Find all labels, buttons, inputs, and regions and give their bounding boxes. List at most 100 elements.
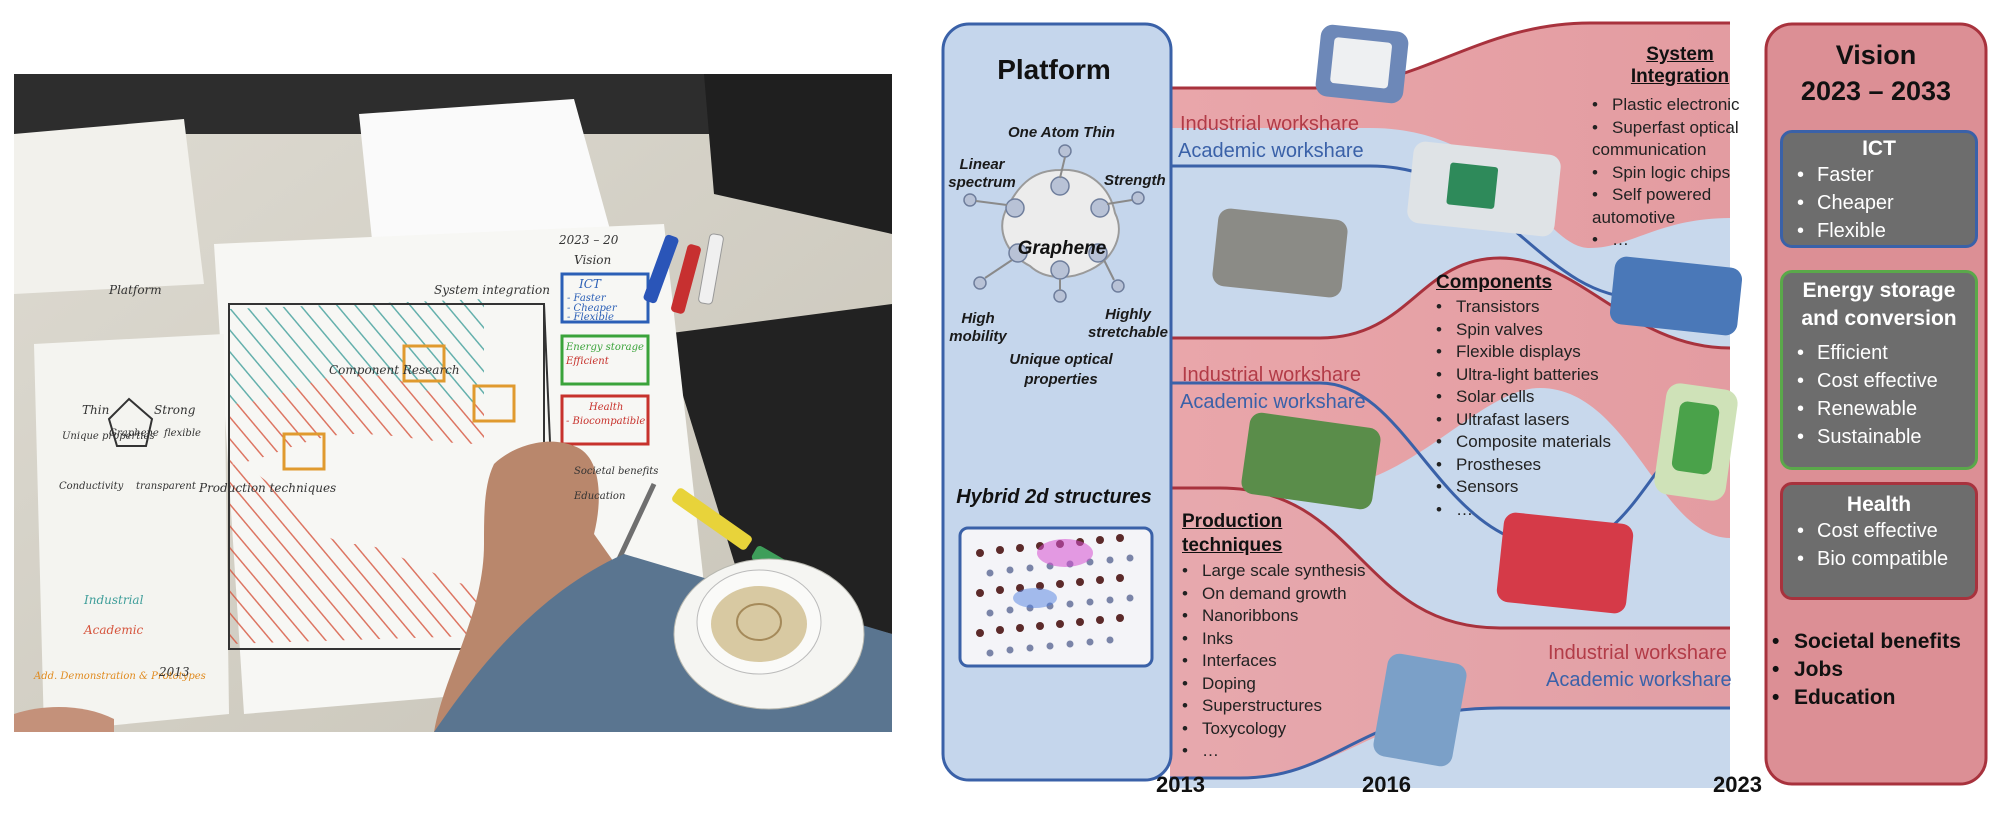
production-item: Doping — [1182, 673, 1365, 696]
graphene-property-optical: Unique optical properties — [1009, 351, 1113, 388]
vision-box-health: Health Cost effective Bio compatible — [1780, 482, 1978, 600]
sketch-label-ict: ICT — [578, 277, 602, 291]
sketch-label-unique: Unique properties — [62, 431, 155, 442]
sketch-label-flexible: - Flexible — [567, 312, 614, 323]
vision-box-item: Cost effective — [1797, 367, 1975, 395]
graphene-property-linear: Linear spectrum — [948, 156, 1016, 191]
graphene-property-thin: One Atom Thin — [1008, 124, 1115, 141]
production-item: On demand growth — [1182, 583, 1365, 606]
vision-box-item: Cheaper — [1797, 189, 1975, 217]
vision-box-title: Health — [1846, 493, 1912, 516]
vision-box-energy: Energy storage and conversion Efficient … — [1780, 270, 1978, 470]
components-item: Flexible displays — [1436, 341, 1611, 364]
workshare-academic-1: Academic workshare — [1178, 140, 1364, 162]
sketch-label-academic: Academic — [83, 623, 144, 637]
production-item: Large scale synthesis — [1182, 560, 1365, 583]
sketch-label-demonstration: Add. Demonstration & Prototypes — [33, 671, 206, 682]
application-images — [1212, 24, 1743, 767]
year-2016: 2016 — [1362, 772, 1411, 797]
vision-benefits-list: •Societal benefits •Jobs •Education — [1772, 628, 1961, 712]
system-integration-item: Self powered automotive — [1592, 184, 1782, 229]
components-item: Spin valves — [1436, 319, 1611, 342]
vision-period: 2023 – 2033 — [1800, 76, 1952, 106]
vision-box-item: Renewable — [1797, 395, 1975, 423]
graphene-molecule — [963, 144, 1145, 303]
system-integration-item: … — [1592, 229, 1782, 252]
sketch-label-system-integration: System integration — [434, 283, 550, 297]
sketch-label-transparent: transparent — [136, 481, 197, 492]
sketch-label-energy: Energy storage — [565, 342, 644, 353]
graphene-label: Graphene — [1017, 238, 1107, 259]
system-integration-item: Plastic electronic — [1592, 94, 1782, 117]
production-item: Interfaces — [1182, 650, 1365, 673]
platform-title: Platform — [997, 54, 1111, 85]
production-item: Toxycology — [1182, 718, 1365, 741]
vision-title: Vision — [1835, 40, 1917, 70]
components-item: … — [1436, 499, 1611, 522]
vision-box-item: Cost effective — [1797, 517, 1975, 545]
system-integration-title: System Integration — [1630, 44, 1730, 87]
vision-box-title: ICT — [1862, 137, 1896, 160]
sketch-label-production: Production techniques — [198, 481, 336, 495]
components-item: Ultra-light batteries — [1436, 364, 1611, 387]
production-list: Large scale synthesis On demand growth N… — [1182, 560, 1365, 763]
vision-box-title: Energy storage and conversion — [1801, 279, 1957, 330]
vision-box-item: Sustainable — [1797, 423, 1975, 451]
components-item: Transistors — [1436, 296, 1611, 319]
year-2023: 2023 — [1713, 772, 1762, 797]
sketch-label-industrial: Industrial — [83, 593, 144, 607]
sketch-label-platform: Platform — [108, 283, 162, 297]
sketch-label-thin: Thin — [82, 403, 109, 417]
sketch-label-graphene: Graphene — [109, 428, 159, 439]
graphene-property-mobility: High mobility — [949, 310, 1007, 345]
graphene-property-stretchable: Highly stretchable — [1087, 306, 1169, 341]
vision-benefit: •Societal benefits — [1772, 630, 1961, 653]
system-integration-list: Plastic electronic Superfast optical com… — [1592, 94, 1782, 252]
workshare-industrial-2: Industrial workshare — [1182, 364, 1361, 386]
sketch-label-component-research: Component Research — [329, 363, 460, 377]
sketch-scene: Platform System integration Component Re… — [14, 74, 892, 732]
sketch-photo: Platform System integration Component Re… — [14, 74, 892, 732]
production-item: … — [1182, 740, 1365, 763]
components-title: Components — [1436, 272, 1553, 293]
vision-benefit: •Education — [1772, 686, 1896, 709]
vision-box-ict: ICT Faster Cheaper Flexible — [1780, 130, 1978, 248]
production-item: Nanoribbons — [1182, 605, 1365, 628]
vision-box-item: Faster — [1797, 161, 1975, 189]
vision-box-item: Bio compatible — [1797, 545, 1975, 573]
components-list: Transistors Spin valves Flexible display… — [1436, 296, 1611, 521]
components-item: Ultrafast lasers — [1436, 409, 1611, 432]
graphene-property-strength: Strength — [1104, 172, 1166, 189]
sketch-label-efficient: Efficient — [565, 356, 610, 367]
vision-box-item: Flexible — [1797, 217, 1975, 245]
workshare-academic-2: Academic workshare — [1180, 391, 1366, 413]
sketch-label-vision-years: 2023 – 20 — [558, 233, 619, 247]
production-item: Inks — [1182, 628, 1365, 651]
sketch-label-biocompatible: - Biocompatible — [566, 416, 645, 427]
components-item: Prostheses — [1436, 454, 1611, 477]
sketch-label-faster: - Faster — [567, 293, 607, 304]
sketch-label-societal: Societal benefits — [574, 466, 658, 477]
hybrid-2d-structure-image — [958, 526, 1154, 668]
sketch-label-2013: 2013 — [158, 665, 190, 679]
components-item: Composite materials — [1436, 431, 1611, 454]
components-item: Sensors — [1436, 476, 1611, 499]
vision-box-item: Efficient — [1797, 339, 1975, 367]
sketch-label-cheaper: - Cheaper — [567, 303, 618, 314]
stream-system-integration — [1170, 23, 1730, 248]
hybrid-2d-title: Hybrid 2d structures — [956, 486, 1152, 508]
system-integration-item: Spin logic chips — [1592, 162, 1782, 185]
vision-benefit: •Jobs — [1772, 658, 1844, 681]
workshare-industrial-3: Industrial workshare — [1548, 642, 1727, 664]
production-title: Production techniques — [1182, 511, 1283, 556]
production-item: Superstructures — [1182, 695, 1365, 718]
workshare-industrial-1: Industrial workshare — [1180, 113, 1359, 135]
sketch-label-education: Education — [573, 491, 625, 502]
year-2013: 2013 — [1156, 772, 1205, 797]
system-integration-item: Superfast optical communication — [1592, 117, 1782, 162]
components-item: Solar cells — [1436, 386, 1611, 409]
workshare-academic-3: Academic workshare — [1546, 669, 1732, 691]
sketch-label-health: Health — [588, 402, 623, 413]
sketch-label-conductivity: Conductivity — [59, 481, 124, 492]
sketch-label-flexible2: flexible — [163, 428, 201, 439]
